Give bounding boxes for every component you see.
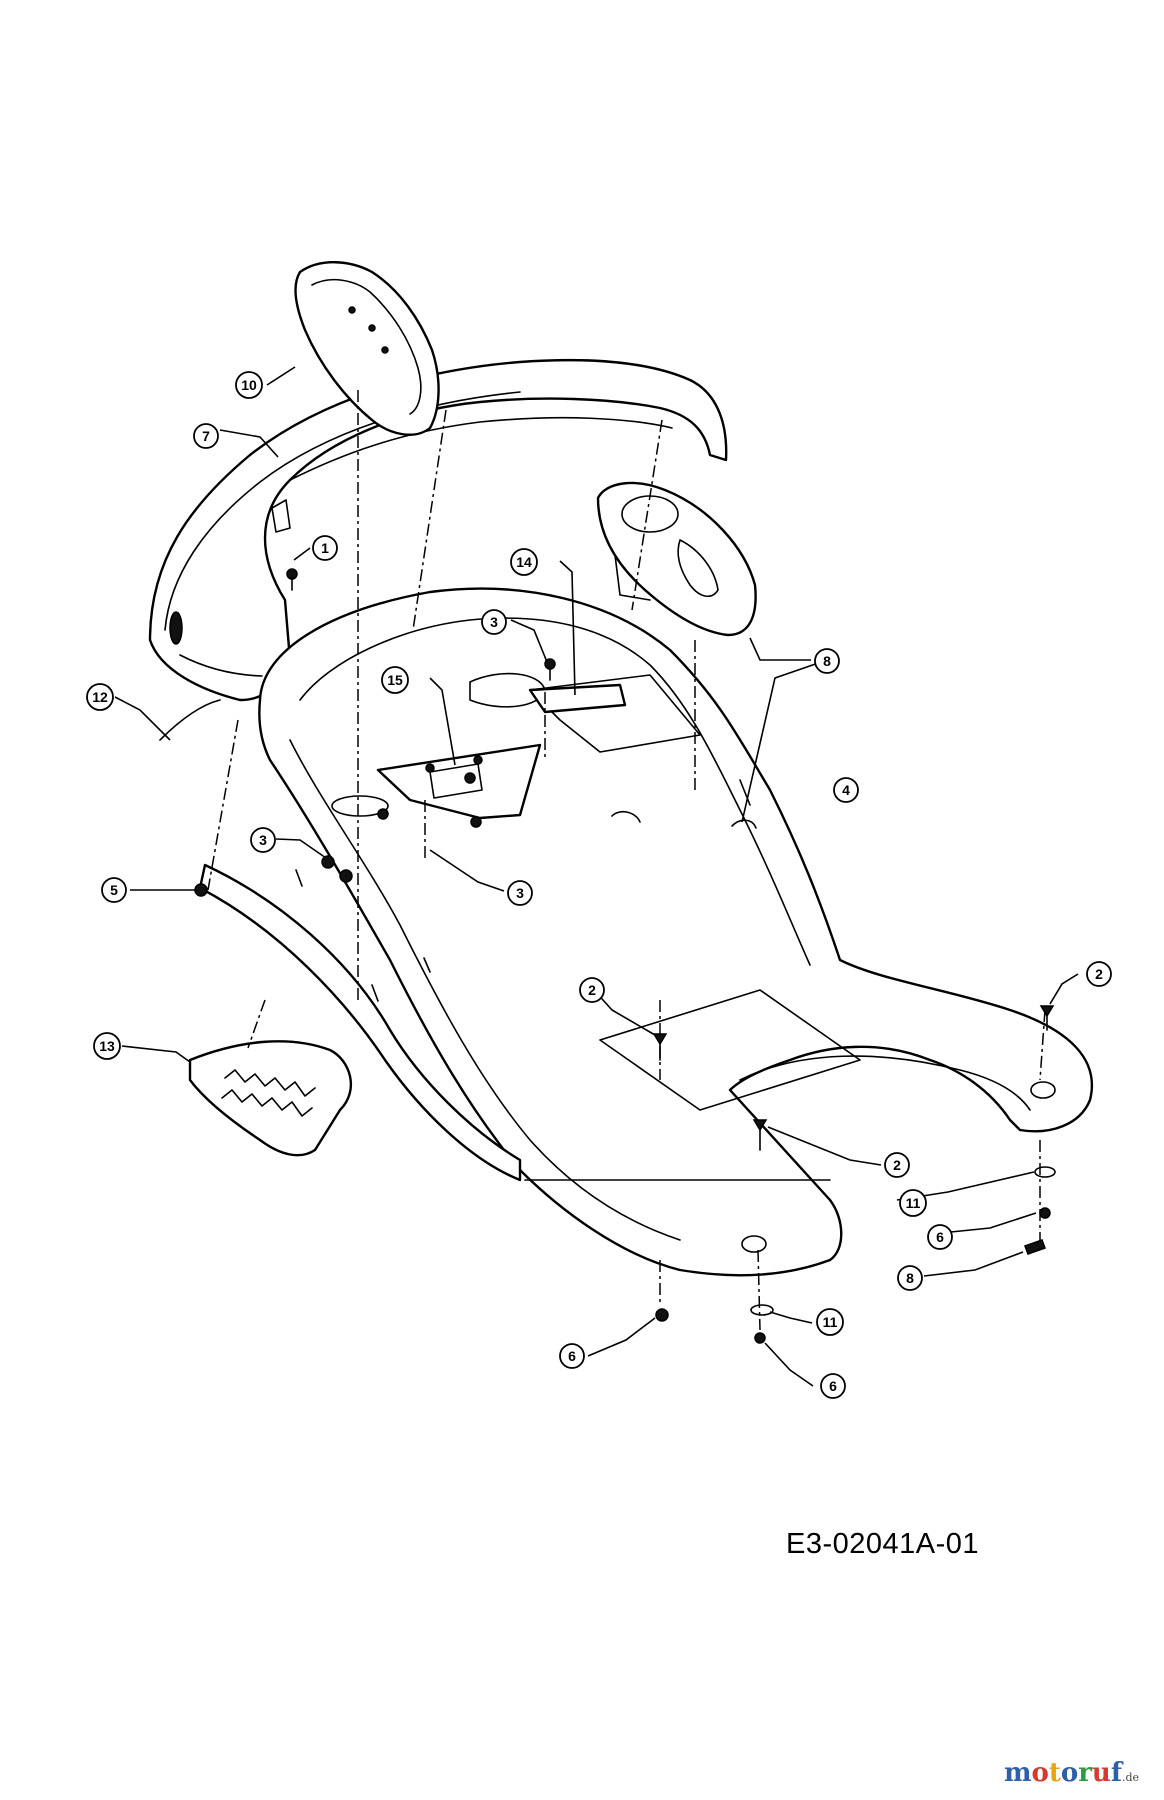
callout-10: 10	[235, 371, 263, 399]
nut-part-5	[194, 883, 208, 897]
nut-part-6-left	[655, 1308, 669, 1322]
pivot-bracket	[376, 743, 542, 820]
callout-1: 1	[312, 535, 338, 561]
nut-part-6-right	[1039, 1207, 1051, 1219]
nut-part-3-center	[377, 772, 482, 828]
clip-part-4	[731, 779, 757, 829]
callout-11-right: 11	[899, 1189, 927, 1217]
callout-6-bottom: 6	[820, 1373, 846, 1399]
watermark-letter: u	[1091, 1758, 1111, 1788]
svg-text:1: 1	[321, 540, 329, 556]
nut-part-3-left	[321, 855, 353, 883]
nut-part-6-bottom	[754, 1332, 766, 1344]
watermark-letter: t	[1048, 1758, 1061, 1788]
motoruf-watermark-logo: motoruf.de	[1004, 1758, 1139, 1788]
callout-5: 5	[101, 877, 127, 903]
svg-text:6: 6	[829, 1378, 837, 1394]
svg-text:11: 11	[823, 1314, 838, 1330]
watermark-letter: f	[1110, 1758, 1123, 1788]
assembly-lines	[207, 390, 1046, 1331]
svg-text:13: 13	[99, 1038, 115, 1054]
callout-13: 13	[93, 1032, 121, 1060]
tray	[596, 481, 757, 637]
svg-text:2: 2	[1095, 966, 1103, 982]
callouts: 1 2 2 2 3 3 3 4	[86, 371, 1112, 1399]
watermark-suffix: .de	[1122, 1771, 1140, 1784]
decal-plate	[188, 1040, 353, 1157]
cup-holder	[294, 261, 440, 436]
washer-part-11-bottom	[750, 1304, 774, 1316]
svg-text:8: 8	[823, 653, 831, 669]
callout-11-bottom: 11	[816, 1308, 844, 1336]
callout-6-right: 6	[927, 1224, 953, 1250]
callout-7: 7	[193, 423, 219, 449]
pin-part-8	[1024, 1239, 1046, 1255]
bolt-part-1	[286, 568, 298, 591]
bracket-14	[528, 683, 627, 714]
washer-part-11-right	[1034, 1166, 1056, 1178]
fasteners	[194, 568, 1056, 1344]
svg-text:3: 3	[490, 614, 498, 630]
svg-text:2: 2	[893, 1157, 901, 1173]
svg-text:7: 7	[202, 428, 210, 444]
svg-text:3: 3	[516, 885, 524, 901]
callout-3-upper: 3	[481, 609, 507, 635]
svg-text:3: 3	[259, 832, 267, 848]
chassis-cover	[258, 587, 1094, 1277]
callout-2-right: 2	[1086, 961, 1112, 987]
callout-3-center: 3	[507, 880, 533, 906]
callout-6-left: 6	[559, 1343, 585, 1369]
watermark-letter: o	[1060, 1758, 1079, 1788]
callout-2-center: 2	[579, 977, 605, 1003]
callout-4: 4	[833, 777, 859, 803]
svg-text:6: 6	[936, 1229, 944, 1245]
callout-8-upper: 8	[814, 648, 840, 674]
callout-2-lower: 2	[884, 1152, 910, 1178]
svg-text:5: 5	[110, 882, 118, 898]
screw-part-2-center	[652, 1033, 668, 1061]
callout-12: 12	[86, 683, 114, 711]
watermark-letter: o	[1031, 1758, 1049, 1788]
drawing-number: E3-02041A-01	[786, 1528, 980, 1560]
watermark-letter: r	[1078, 1758, 1092, 1788]
screw-part-2-lower	[752, 1119, 768, 1151]
svg-text:14: 14	[516, 554, 532, 570]
svg-text:12: 12	[92, 689, 108, 705]
cable-ties	[295, 869, 431, 1002]
svg-text:2: 2	[588, 982, 596, 998]
svg-text:8: 8	[906, 1270, 914, 1286]
svg-text:11: 11	[906, 1195, 921, 1211]
svg-text:15: 15	[387, 672, 403, 688]
callout-3-left: 3	[250, 827, 276, 853]
callout-14: 14	[510, 548, 538, 576]
svg-text:6: 6	[568, 1348, 576, 1364]
svg-text:4: 4	[842, 782, 850, 798]
callout-15: 15	[381, 666, 409, 694]
watermark-letter: m	[1004, 1758, 1032, 1788]
bolt-part-3-upper	[544, 658, 556, 681]
screw-part-2-right	[1039, 1005, 1055, 1031]
watermark-letters: motoruf	[1004, 1758, 1122, 1788]
svg-text:10: 10	[241, 377, 257, 393]
callout-8-lower: 8	[897, 1265, 923, 1291]
